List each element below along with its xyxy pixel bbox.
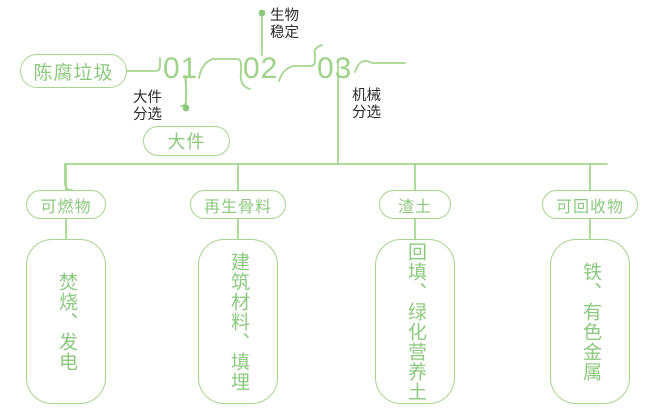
- output-pill-3-label: 渣土: [397, 198, 432, 216]
- annotation-01: 大件 分选: [133, 90, 162, 124]
- output-pill-1-label: 可燃物: [40, 198, 92, 216]
- output-box-3[interactable]: 回填、绿化营养土: [375, 239, 455, 404]
- wire-01-to-02: [198, 58, 242, 79]
- annotation-02-line1: 生物: [270, 8, 299, 24]
- annotation-03-line2: 分选: [352, 105, 381, 122]
- output-pill-4[interactable]: 可回收物: [542, 190, 638, 219]
- annotation-03: 机械 分选: [352, 88, 381, 122]
- wire-03-tail: [354, 60, 406, 73]
- output-box-4-text: 铁、有色金属: [579, 261, 601, 382]
- input-pill-label: 陈腐垃圾: [33, 62, 114, 84]
- wire-02-to-03: [278, 53, 316, 82]
- output-pill-2-label: 再生骨料: [203, 198, 272, 216]
- annotation-02-line2: 稳定: [270, 25, 299, 42]
- stage-number-03: 03: [317, 54, 352, 84]
- wire-input-to-01: [126, 57, 161, 72]
- output-box-1[interactable]: 焚烧、发电: [26, 239, 106, 404]
- input-pill[interactable]: 陈腐垃圾: [20, 54, 127, 88]
- stage-number-02: 02: [243, 54, 278, 84]
- output-pill-2[interactable]: 再生骨料: [190, 190, 286, 219]
- stage-03-text: 03: [317, 52, 353, 85]
- stage-02-text: 02: [243, 52, 279, 85]
- annotation-01-line1: 大件: [133, 90, 162, 106]
- output-box-3-text: 回填、绿化营养土: [404, 241, 426, 402]
- output-box-1-text: 焚烧、发电: [55, 271, 77, 372]
- annotation-02: 生物 稳定: [270, 8, 299, 42]
- annotation-01-line2: 分选: [133, 107, 162, 124]
- dot-01-branch: [182, 104, 190, 112]
- dot-02-branch: [258, 9, 266, 17]
- stage-01-output-label: 大件: [167, 132, 206, 152]
- output-pill-4-label: 可回收物: [555, 198, 624, 216]
- wire-03-overhook: [313, 44, 323, 55]
- output-box-2[interactable]: 建筑材料、填埋: [198, 239, 278, 404]
- stage-number-01: 01: [163, 54, 198, 84]
- output-pill-3[interactable]: 渣土: [379, 190, 451, 219]
- wire-02-underhook: [239, 71, 251, 90]
- output-box-2-text: 建筑材料、填埋: [227, 251, 249, 392]
- output-box-4[interactable]: 铁、有色金属: [550, 239, 630, 404]
- annotation-03-line1: 机械: [352, 88, 381, 104]
- stage-01-text: 01: [163, 52, 199, 85]
- stage-01-output-pill[interactable]: 大件: [143, 126, 230, 156]
- output-pill-1[interactable]: 可燃物: [26, 190, 106, 219]
